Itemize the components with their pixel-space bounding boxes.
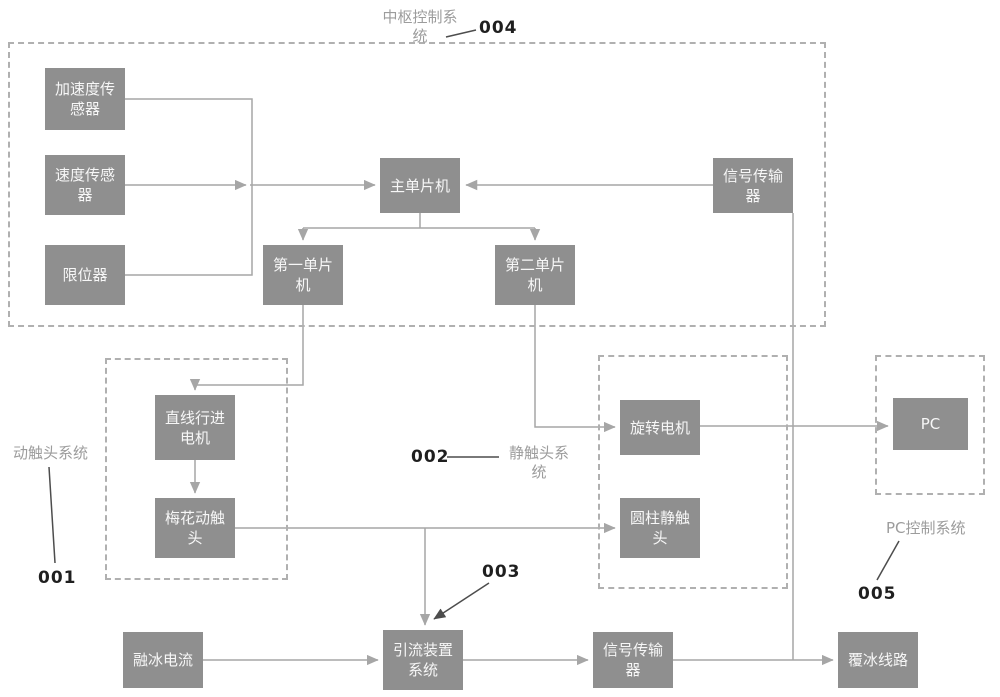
ref-002: 002 [411, 447, 450, 467]
node-iced-line: 覆冰线路 [838, 632, 918, 688]
line-second-mcu-to-rotary-motor [534, 305, 616, 433]
pc-control-label: PC控制系统 [886, 519, 966, 537]
central-control-label: 中枢控制系统 [382, 8, 458, 45]
ref-004: 004 [479, 18, 518, 38]
node-accel-sensor: 加速度传感器 [45, 68, 125, 130]
moving-contact-group-frame [105, 358, 288, 580]
node-first-mcu: 第一单片机 [263, 245, 343, 305]
node-pc: PC [893, 398, 968, 450]
node-rotary-motor: 旋转电机 [620, 400, 700, 455]
node-speed-sensor: 速度传感器 [45, 155, 125, 215]
node-linear-motor: 直线行进电机 [155, 395, 235, 460]
node-signal-transmitter-top: 信号传输器 [713, 158, 793, 213]
leader-ref-005 [876, 540, 900, 581]
pc-control-group-frame [875, 355, 985, 495]
node-second-mcu: 第二单片机 [495, 245, 575, 305]
leader-ref-003 [433, 582, 490, 620]
line-first-mcu-to-linear-motor [189, 305, 304, 391]
node-main-mcu: 主单片机 [380, 158, 460, 213]
line-limiter-to-junction [125, 185, 253, 276]
static-contact-label: 静触头系统 [508, 444, 569, 481]
leader-ref-001 [48, 466, 56, 564]
ref-005: 005 [858, 584, 897, 604]
node-limiter: 限位器 [45, 245, 125, 305]
node-drainage-device-system: 引流装置系统 [383, 630, 463, 690]
leader-ref-004 [445, 29, 477, 38]
node-ice-melting-current: 融冰电流 [123, 632, 203, 688]
ref-001: 001 [38, 568, 77, 588]
static-contact-group-frame [598, 355, 788, 589]
node-cylindrical-static-contact: 圆柱静触头 [620, 498, 700, 558]
node-plum-moving-contact: 梅花动触头 [155, 498, 235, 558]
node-signal-transmitter-bottom: 信号传输器 [593, 632, 673, 688]
ref-003: 003 [482, 562, 521, 582]
central-control-group-frame [8, 42, 826, 327]
line-accel-sensor-to-junction [125, 98, 253, 185]
moving-contact-label: 动触头系统 [13, 444, 89, 462]
